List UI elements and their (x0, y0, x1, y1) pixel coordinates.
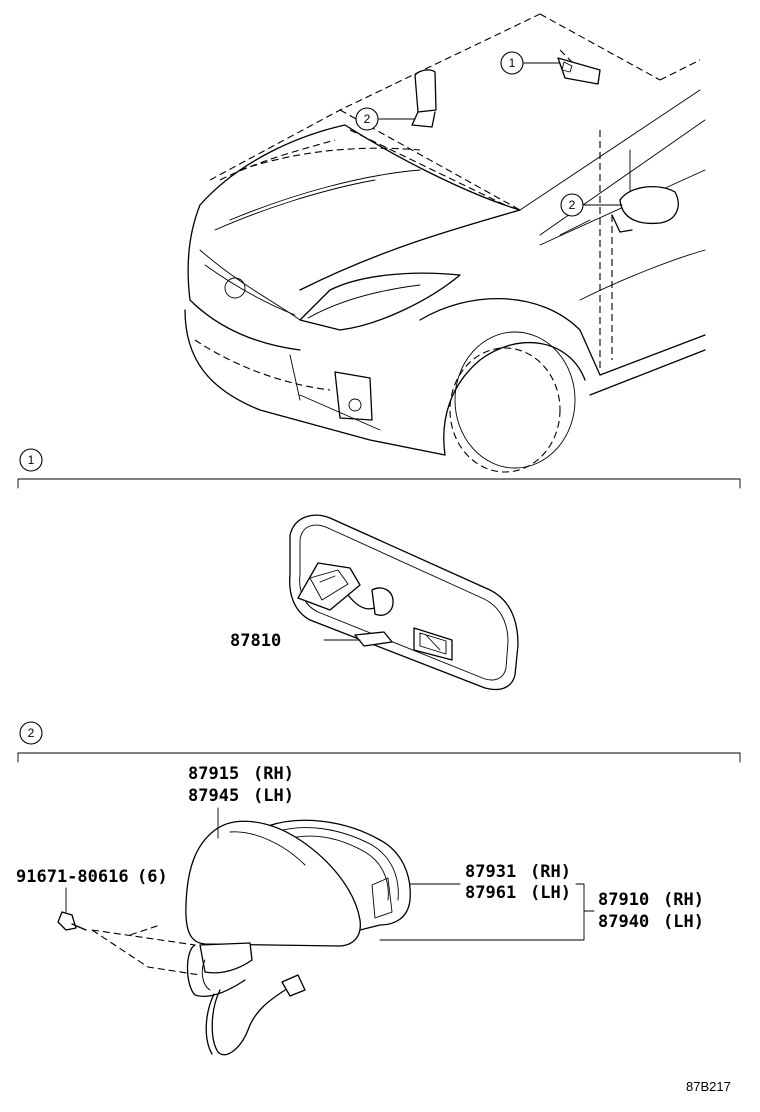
part-label-87945-lh[interactable]: 87945 (LH) (188, 786, 294, 806)
illustration-code: 87B217 (686, 1079, 731, 1094)
part-number: 87915 (188, 764, 239, 784)
section-badge (19, 448, 43, 472)
section-2-badge-number: 2 (28, 726, 35, 740)
overview-callout-1[interactable]: 1 (500, 51, 561, 75)
overview-callout-2-right[interactable]: 2 (560, 193, 623, 217)
section-2-header: 2 (17, 721, 741, 763)
part-qty: (6) (137, 867, 168, 887)
part-label-87961-lh[interactable]: 87961 (LH) (465, 883, 571, 903)
bracket-leader (379, 883, 595, 941)
part-number: 87945 (188, 786, 239, 806)
part-number: 87910 (598, 890, 649, 910)
part-label-87940-lh[interactable]: 87940 (LH) (598, 912, 704, 932)
part-number: 87961 (465, 883, 516, 903)
car-overview-illustration (184, 13, 706, 473)
part-label-91671-80616[interactable]: 91671-80616 (6) (16, 867, 168, 887)
part-side: (RH) (530, 862, 571, 882)
part-side: (RH) (253, 764, 294, 784)
callout-number: 2 (364, 112, 371, 126)
section-1-header: 1 (17, 448, 741, 489)
part-label-87931-rh[interactable]: 87931 (RH) (465, 862, 571, 882)
part-number: 87810 (230, 631, 281, 651)
outer-mirror-illustration (57, 819, 411, 1056)
part-label-87915-rh[interactable]: 87915 (RH) (188, 764, 294, 784)
part-number: 87931 (465, 862, 516, 882)
part-side: (LH) (253, 786, 294, 806)
part-side: (RH) (663, 890, 704, 910)
part-label-87910-rh[interactable]: 87910 (RH) (598, 890, 704, 910)
part-side: (LH) (530, 883, 571, 903)
section-badge (19, 721, 43, 745)
part-label-87810[interactable]: 87810 (230, 631, 361, 651)
part-side: (LH) (663, 912, 704, 932)
part-number: 91671-80616 (16, 867, 129, 887)
callout-number: 1 (509, 56, 516, 70)
section-1-badge-number: 1 (28, 453, 35, 467)
callout-number: 2 (569, 198, 576, 212)
overview-callout-2-left[interactable]: 2 (355, 107, 416, 131)
inner-rear-view-mirror-illustration (289, 514, 519, 691)
part-number: 87940 (598, 912, 649, 932)
